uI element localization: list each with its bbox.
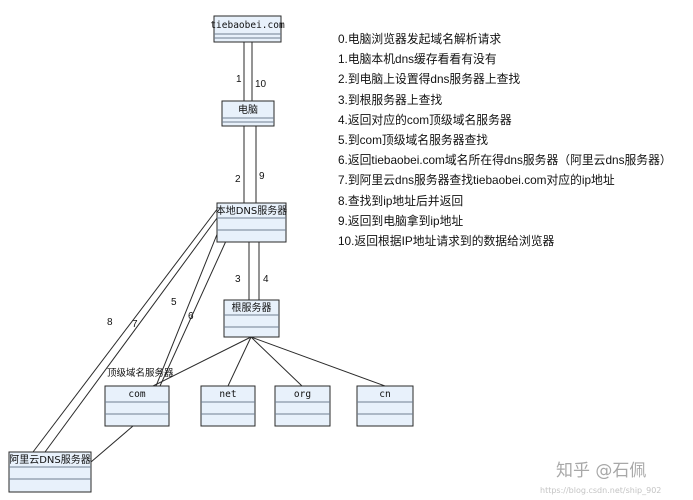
steps-list: 0.电脑浏览器发起域名解析请求 1.电脑本机dns缓存看看有没有 2.到电脑上设… xyxy=(338,29,688,251)
root-server-label: 根服务器 xyxy=(232,301,272,314)
step-8: 8.查找到ip地址后并返回 xyxy=(338,193,464,208)
tree-root-com xyxy=(152,336,252,387)
pc-box: 电脑 xyxy=(221,100,275,127)
edge-label-9: 9 xyxy=(259,171,265,182)
tree-root-cn xyxy=(250,336,386,387)
cn-label: cn xyxy=(379,389,390,400)
local-dns-box: 本地DNS服务器 xyxy=(216,202,288,243)
step-5: 5.到com顶级域名服务器查找 xyxy=(338,132,489,147)
zhihu-watermark: 知乎 @石佩 xyxy=(556,461,647,481)
net-label: net xyxy=(219,389,236,400)
step-10: 10.返回根据IP地址请求到的数据给浏览器 xyxy=(338,233,555,248)
cn-box: cn xyxy=(356,385,414,427)
step-0: 0.电脑浏览器发起域名解析请求 xyxy=(338,32,502,46)
edge-label-3: 3 xyxy=(235,274,241,285)
edge-label-5: 5 xyxy=(171,297,177,308)
edge-label-6: 6 xyxy=(188,311,194,322)
edge-7 xyxy=(44,213,221,453)
org-box: org xyxy=(274,385,331,427)
tree-root-org xyxy=(250,336,303,387)
edge-8 xyxy=(32,207,219,453)
pc-label: 电脑 xyxy=(238,103,258,116)
aliyun-dns-label: 阿里云DNS服务器 xyxy=(9,453,91,466)
aliyun-dns-box: 阿里云DNS服务器 xyxy=(8,451,92,493)
com-label: com xyxy=(128,389,145,400)
edge-label-10: 10 xyxy=(255,79,267,90)
step-9: 9.返回到电脑拿到ip地址 xyxy=(338,213,464,228)
step-7: 7.到阿里云dns服务器查找tiebaobei.com对应的ip地址 xyxy=(338,173,615,188)
tree-root-net xyxy=(227,336,252,387)
edge-label-1: 1 xyxy=(236,74,242,85)
net-box: net xyxy=(200,385,256,427)
site-box: tiebaobei.com xyxy=(210,15,285,43)
diagram-edges xyxy=(32,42,386,463)
step-1: 1.电脑本机dns缓存看看有没有 xyxy=(338,52,497,67)
edge-label-2: 2 xyxy=(235,174,241,185)
step-3: 3.到根服务器上查找 xyxy=(338,92,443,107)
watermark-url: https://blog.csdn.net/ship_902 xyxy=(540,486,662,495)
edge-label-7: 7 xyxy=(132,319,138,330)
edge-label-8: 8 xyxy=(107,317,113,328)
local-dns-label: 本地DNS服务器 xyxy=(216,204,288,217)
root-server-box: 根服务器 xyxy=(223,299,280,338)
tld-caption: 顶级域名服务器 xyxy=(107,367,174,379)
step-6: 6.返回tiebaobei.com域名所在得dns服务器（阿里云dns服务器） xyxy=(338,153,672,168)
step-2: 2.到电脑上设置得dns服务器上查找 xyxy=(338,72,521,87)
org-label: org xyxy=(294,389,311,400)
edge-label-4: 4 xyxy=(263,274,269,285)
edge-com-aliyun xyxy=(90,425,134,463)
site-label: tiebaobei.com xyxy=(210,20,285,31)
step-4: 4.返回对应的com顶级域名服务器 xyxy=(338,112,512,127)
edge-5 xyxy=(155,221,223,387)
com-box: com xyxy=(104,385,170,427)
edge-6 xyxy=(159,229,232,387)
